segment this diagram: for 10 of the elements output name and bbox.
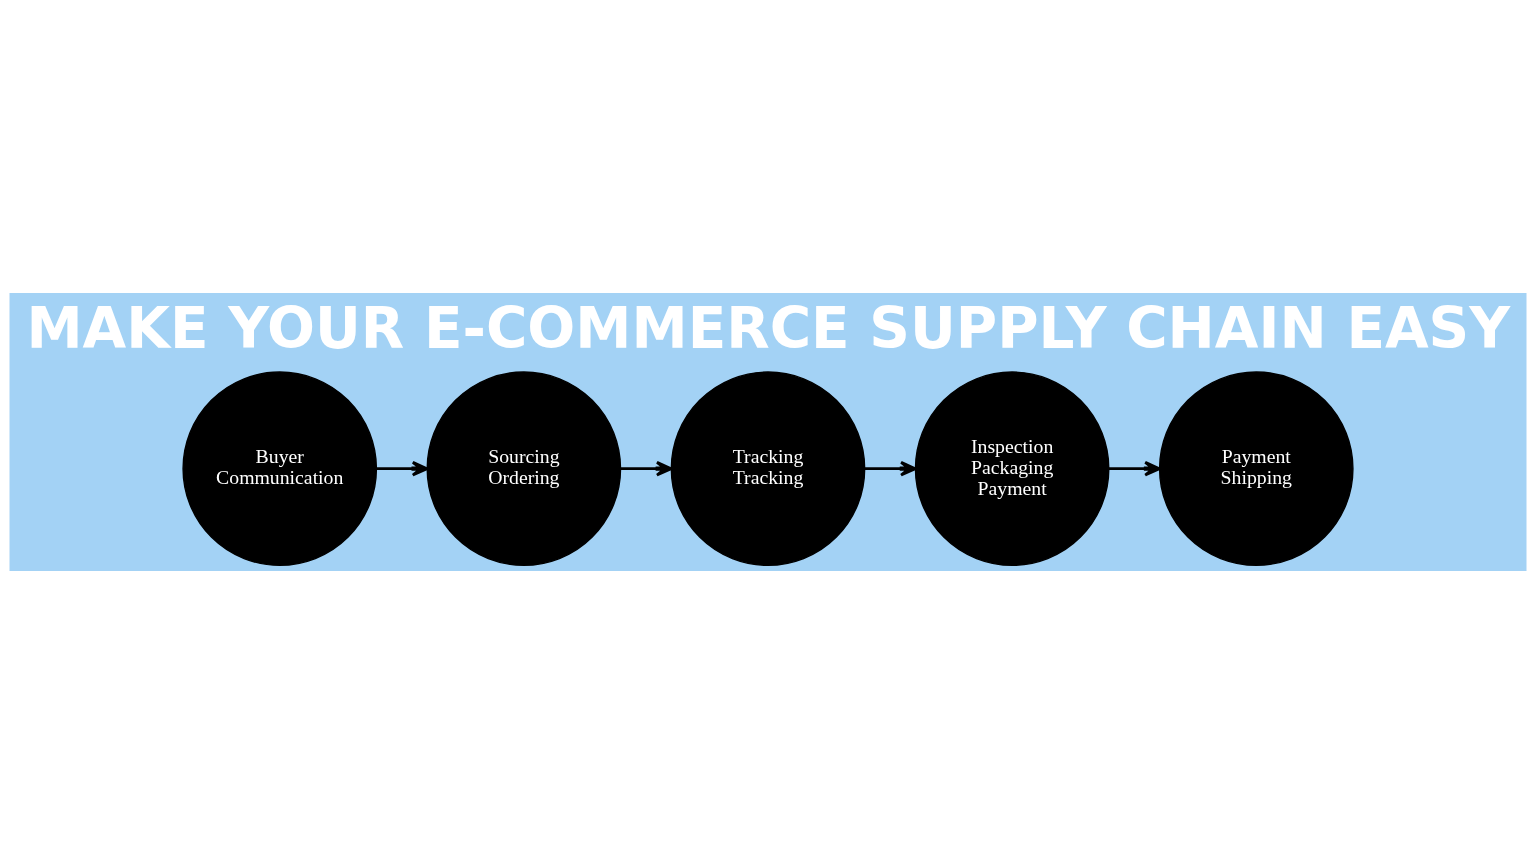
node-circle: Payment Shipping: [1158, 371, 1354, 567]
arrow: [864, 460, 917, 477]
node-circle: Sourcing Ordering: [426, 371, 622, 567]
arrow: [1108, 460, 1161, 477]
node-circle: Inspection Packaging Payment: [914, 371, 1110, 567]
arrow: [620, 460, 673, 477]
node-circle: Tracking Tracking: [670, 371, 866, 567]
diagram-title: MAKE YOUR E-COMMERCE SUPPLY CHAIN EASY: [26, 296, 1511, 362]
arrow: [376, 460, 429, 477]
node-circle: Buyer Communication: [182, 371, 378, 567]
